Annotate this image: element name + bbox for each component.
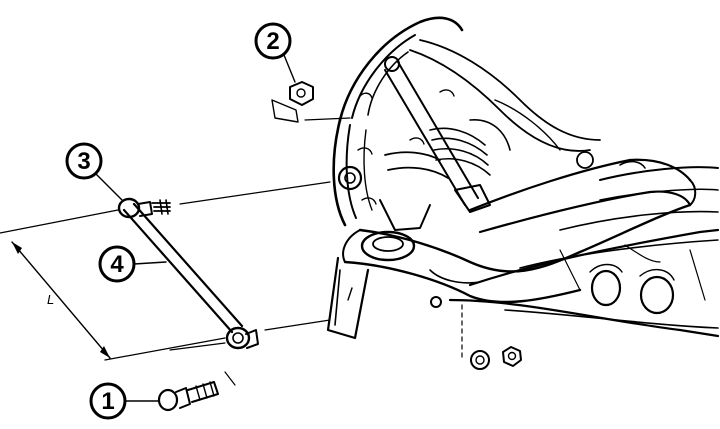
callout-label: 3: [77, 148, 90, 175]
wheel-hub: [332, 16, 464, 231]
lower-fasteners: [430, 296, 522, 370]
bolt-lower: [157, 381, 219, 412]
adjustable-link-rod: [117, 197, 259, 350]
nut-upper: [271, 81, 351, 123]
dimension-label: L: [47, 292, 54, 307]
callout-label: 1: [101, 388, 114, 415]
alignment-lines: [169, 181, 331, 386]
lower-control-arm: [326, 158, 697, 340]
callout-2: 2: [254, 22, 296, 83]
callout-4: 4: [98, 245, 167, 283]
callout-3: 3: [65, 142, 123, 201]
dimension-l: [0, 209, 226, 361]
callout-label: 2: [266, 28, 279, 55]
callout-label: 4: [110, 251, 124, 278]
callout-1: 1: [89, 382, 159, 420]
shock-and-bellows: [384, 39, 601, 213]
